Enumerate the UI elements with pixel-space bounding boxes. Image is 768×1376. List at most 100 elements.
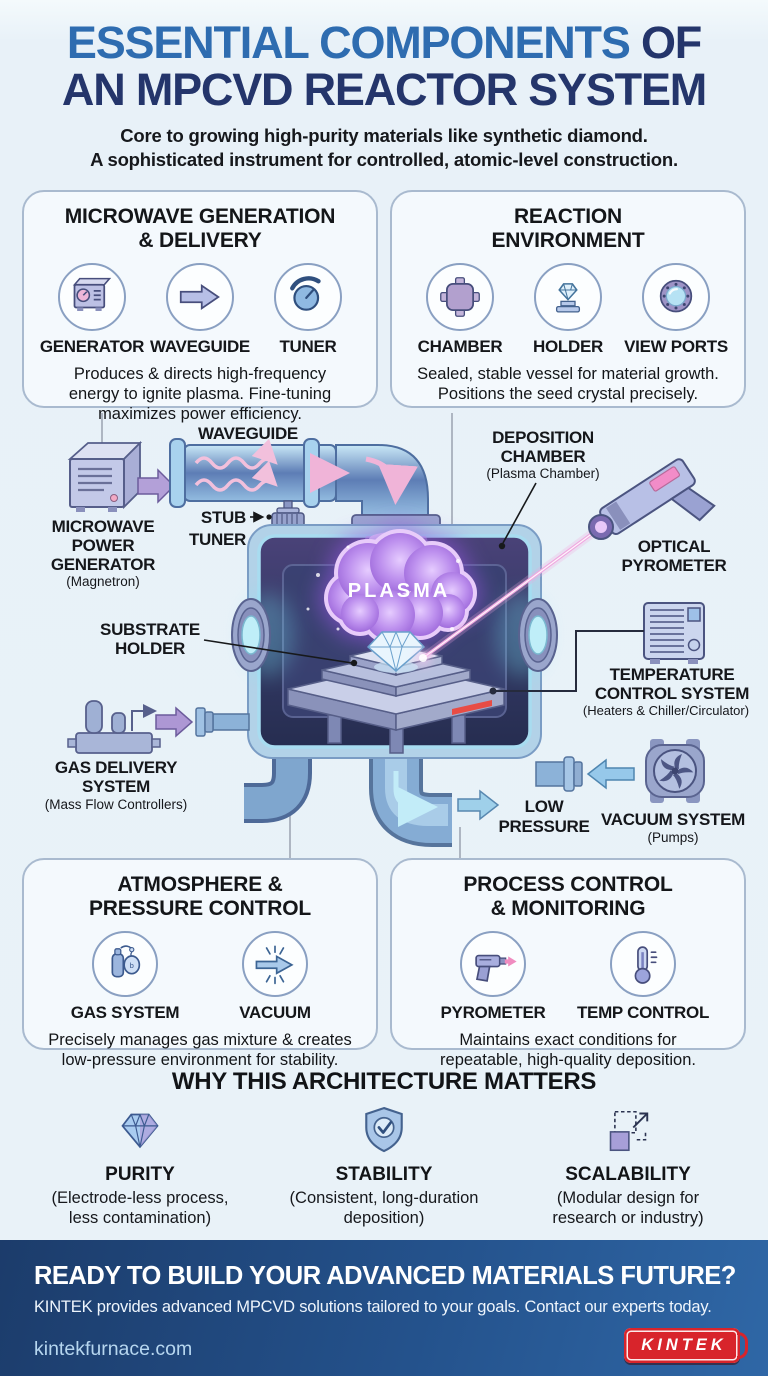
vacuum-flow-arrow <box>586 758 635 790</box>
card-item-viewports: VIEW PORTS <box>622 262 730 357</box>
deposition-label-1: DEPOSITION <box>492 428 594 447</box>
stub-tuner-label-1: STUB <box>201 508 246 527</box>
laser-beam <box>414 523 604 667</box>
microwave-generator-device <box>67 440 143 512</box>
kintek-logo-text: KINTEK <box>641 1336 727 1354</box>
why-desc: (Consistent, long-duration deposition) <box>289 1189 479 1227</box>
kintek-logo: KINTEK <box>624 1328 748 1363</box>
icon-label: GAS SYSTEM <box>70 1002 180 1022</box>
substrate-label-2: HOLDER <box>115 639 185 658</box>
optical-pyrometer-label-1: OPTICAL <box>638 537 711 556</box>
card-microwave-generation: MICROWAVE GENERATION & DELIVERY GENERATO… <box>22 190 378 423</box>
icon-label: TUNER <box>279 336 337 356</box>
gas-system-icon: b <box>92 930 158 997</box>
vacuum-pump-device <box>645 739 705 803</box>
stub-tuner-label-2: TUNER <box>189 530 246 549</box>
scalability-icon <box>506 1100 750 1158</box>
deposition-sublabel: (Plasma Chamber) <box>486 466 599 481</box>
card-item-chamber: CHAMBER <box>406 262 514 357</box>
vacuum-icon <box>242 930 308 997</box>
generator-label-2: POWER <box>72 536 135 555</box>
vacuum-pipes <box>244 753 583 847</box>
deposition-label-2: CHAMBER <box>501 447 586 466</box>
low-pressure-label-2: PRESSURE <box>498 817 589 836</box>
temp-control-label-2: CONTROL SYSTEM <box>595 684 749 703</box>
icon-label: VIEW PORTS <box>624 336 728 356</box>
card-item-waveguide: WAVEGUIDE <box>146 262 254 357</box>
microwave-flow-arrow <box>137 468 176 504</box>
why-item-purity: PURITY (Electrode-less process, less con… <box>18 1100 262 1229</box>
waveguide-assembly <box>169 438 441 531</box>
tuner-icon <box>274 262 342 331</box>
subtitle-line2: A sophisticated instrument for controlle… <box>90 148 678 170</box>
pointer-lines <box>203 482 537 667</box>
why-desc: (Electrode-less process, less contaminat… <box>51 1189 229 1227</box>
viewports-icon <box>642 262 710 331</box>
why-desc: (Modular design for research or industry… <box>552 1189 704 1227</box>
gas-label-1: GAS DELIVERY <box>55 758 178 777</box>
vacuum-system-label: VACUUM SYSTEM <box>601 810 745 829</box>
card-process-control: PROCESS CONTROL & MONITORING PYROMETER <box>390 858 746 1069</box>
card-item-gas-system: b GAS SYSTEM <box>50 930 200 1023</box>
generator-label-3: GENERATOR <box>51 555 155 574</box>
chamber-icon <box>426 262 494 331</box>
page-title-line2: AN MPCVD REACTOR SYSTEM <box>61 63 707 115</box>
optical-pyrometer-label-2: PYROMETER <box>622 556 727 575</box>
card-title: MICROWAVE GENERATION & DELIVERY <box>64 205 336 253</box>
plasma-cloud: PLASMA <box>306 523 482 649</box>
diamond-icon <box>18 1100 262 1158</box>
diamond-seed <box>366 631 426 673</box>
plasma-label: PLASMA <box>348 580 450 602</box>
card-title: REACTION ENVIRONMENT <box>491 205 645 253</box>
card-item-temp-control: TEMP CONTROL <box>568 930 718 1023</box>
card-reaction-environment: REACTION ENVIRONMENT CHAMBER <box>390 190 746 408</box>
temperature-control-device <box>489 602 705 695</box>
gas-label-2: SYSTEM <box>82 777 150 796</box>
icon-label: PYROMETER <box>440 1002 546 1022</box>
icon-label: HOLDER <box>533 336 603 356</box>
card-item-pyrometer: PYROMETER <box>418 930 568 1023</box>
footer-banner: READY TO BUILD YOUR ADVANCED MATERIALS F… <box>0 1240 768 1376</box>
generator-sublabel: (Magnetron) <box>66 574 140 589</box>
temp-control-sublabel: (Heaters & Chiller/Circulator) <box>583 703 749 718</box>
card-description: Maintains exact conditions for repeatabl… <box>440 1030 696 1069</box>
card-description: Sealed, stable vessel for material growt… <box>417 364 719 403</box>
gas-sublabel: (Mass Flow Controllers) <box>45 797 188 812</box>
subtitle-line1: Core to growing high-purity materials li… <box>120 125 648 146</box>
mpcvd-diagram: PLASMA <box>45 413 750 858</box>
chamber-viewport-right <box>518 598 558 672</box>
card-item-vacuum: VACUUM <box>200 930 350 1023</box>
icon-label: VACUUM <box>239 1002 311 1022</box>
temp-control-icon <box>610 930 676 997</box>
pyrometer-icon <box>460 930 526 997</box>
holder-icon <box>534 262 602 331</box>
card-title: ATMOSPHERE & PRESSURE CONTROL <box>89 873 311 921</box>
why-label: SCALABILITY <box>565 1164 691 1185</box>
substrate-label-1: SUBSTRATE <box>100 620 200 639</box>
icon-label: CHAMBER <box>417 336 503 356</box>
page-title-accent: ESSENTIAL COMPONENTS <box>66 17 631 68</box>
why-item-stability: STABILITY (Consistent, long-duration dep… <box>262 1100 506 1229</box>
card-title: PROCESS CONTROL & MONITORING <box>463 873 673 921</box>
shield-icon <box>262 1100 506 1158</box>
card-description: Produces & directs high-frequency energy… <box>68 364 332 423</box>
stub-tuner-knob <box>271 500 305 528</box>
page-title-of: OF <box>629 17 702 68</box>
footer-url: kintekfurnace.com <box>34 1338 193 1360</box>
card-item-holder: HOLDER <box>514 262 622 357</box>
why-label: STABILITY <box>335 1164 433 1185</box>
card-item-generator: GENERATOR <box>38 262 146 357</box>
card-description: Precisely manages gas mixture & creates … <box>48 1030 352 1069</box>
temp-control-label-1: TEMPERATURE <box>610 665 735 684</box>
low-pressure-label-1: LOW <box>525 797 565 816</box>
icon-label: TEMP CONTROL <box>576 1002 710 1022</box>
why-label: PURITY <box>105 1164 175 1185</box>
why-section: PURITY (Electrode-less process, less con… <box>18 1100 750 1229</box>
vacuum-system-sublabel: (Pumps) <box>647 830 698 845</box>
why-item-scalability: SCALABILITY (Modular design for research… <box>506 1100 750 1229</box>
generator-icon <box>58 262 126 331</box>
gas-inlet <box>195 707 250 737</box>
waveguide-label: WAVEGUIDE <box>198 424 298 443</box>
optical-pyrometer-device <box>588 458 716 540</box>
chamber-viewport-left <box>231 598 271 672</box>
